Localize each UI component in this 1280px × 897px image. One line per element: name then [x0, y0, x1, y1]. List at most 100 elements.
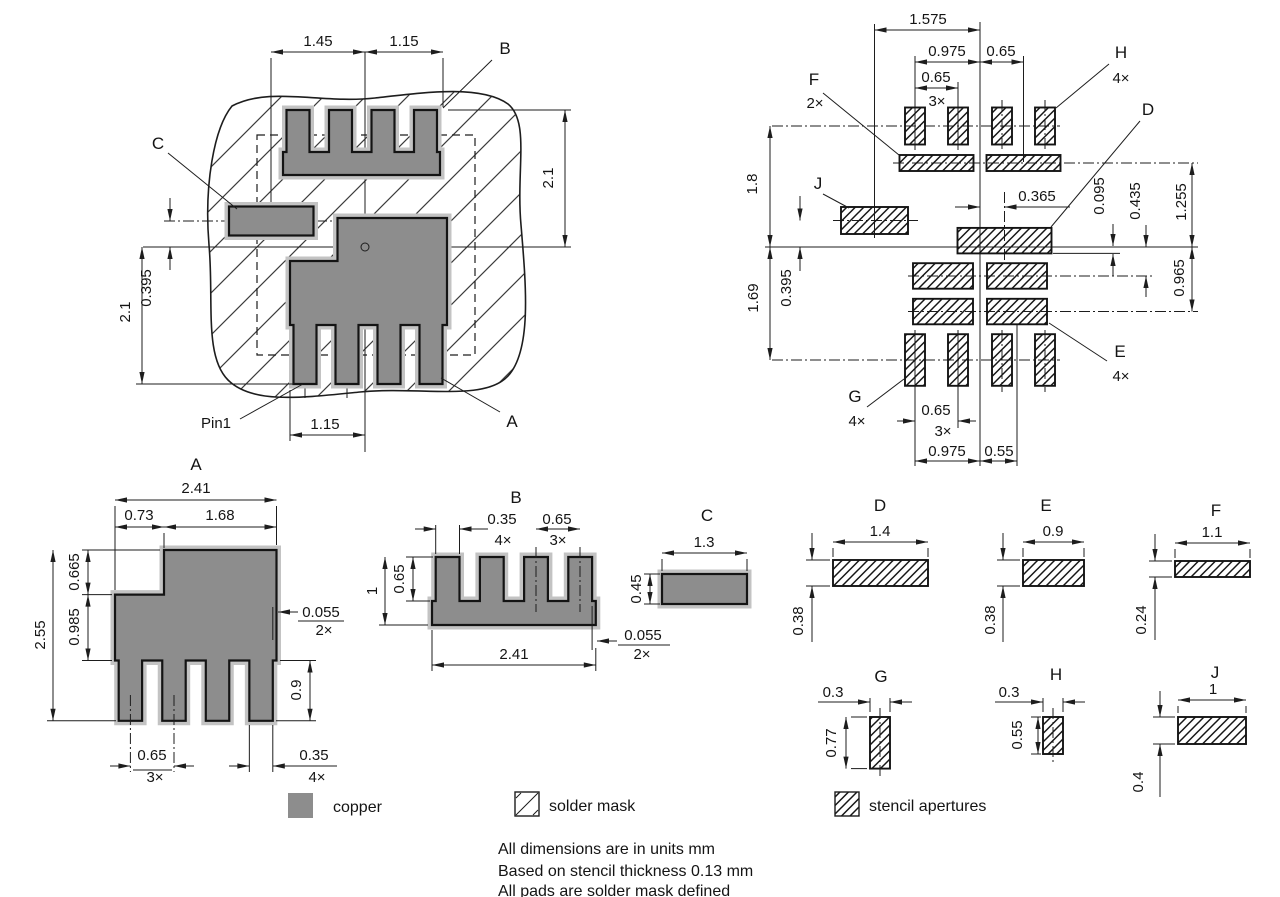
- detail-j-dim-width: 1: [1209, 681, 1217, 698]
- copper-swatch: [288, 793, 313, 818]
- detail-a: A: [32, 455, 344, 786]
- detail-j-dimensions: [1153, 691, 1247, 797]
- legend-stencil-label: stencil apertures: [869, 798, 986, 815]
- aperture-h-2: [947, 106, 969, 146]
- detail-b-qty-tooth: 4×: [494, 532, 511, 549]
- qty-g: 4×: [848, 413, 865, 430]
- detail-e-shape: [1022, 559, 1085, 587]
- detail-e-dim-height: 0.38: [982, 605, 999, 634]
- dim-0-65-pitch-top: 0.65: [921, 69, 950, 86]
- solder-mask-swatch: [514, 791, 540, 817]
- stencil-view-dimensions: [767, 27, 1195, 464]
- label-e: E: [1114, 342, 1125, 361]
- detail-a-dim-top-w: 1.68: [205, 507, 234, 524]
- dim-0-975-top: 0.975: [928, 43, 966, 60]
- detail-g-dim-width: 0.3: [823, 684, 844, 701]
- aperture-h-3: [991, 106, 1013, 146]
- label-j: J: [814, 174, 823, 193]
- dim-0-395-j: 0.395: [778, 269, 795, 307]
- stencil-apertures-view: 1.575 0.975 0.65 0.65 3× F 2× H 4× D J 0…: [744, 11, 1198, 466]
- detail-b-dim-pitch: 0.65: [542, 511, 571, 528]
- detail-g-dim-height: 0.77: [823, 728, 840, 757]
- detail-h: H 0.3 0.55: [995, 665, 1085, 764]
- package-outline: [256, 134, 476, 356]
- detail-a-dim-mid-h: 0.985: [66, 608, 83, 646]
- label-c: C: [152, 134, 164, 153]
- aperture-d: [956, 226, 1053, 255]
- detail-h-dim-height: 0.55: [1009, 720, 1026, 749]
- dim-2-1-left: 2.1: [117, 302, 134, 323]
- detail-h-dimensions: [995, 698, 1085, 764]
- aperture-h-4: [1034, 106, 1056, 146]
- aperture-e-3: [912, 297, 974, 326]
- note-stencil-thickness: Based on stencil thickness 0.13 mm: [498, 863, 753, 880]
- detail-a-qty-pitch: 3×: [146, 769, 163, 786]
- detail-a-dim-ledge: 0.055: [302, 604, 340, 621]
- detail-b-dim-width: 2.41: [499, 646, 528, 663]
- dim-1-15-top: 1.15: [389, 33, 418, 50]
- detail-b-dimensions: [379, 525, 670, 671]
- detail-b: B 0.35 4× 0.65 3× 0.65 1 2: [364, 488, 670, 671]
- label-h: H: [1115, 43, 1127, 62]
- detail-f-dim-width: 1.1: [1202, 524, 1223, 541]
- detail-b-title: B: [510, 488, 521, 507]
- detail-a-title: A: [190, 455, 202, 474]
- note-units: All dimensions are in units mm: [498, 841, 715, 858]
- detail-f-dimensions: [1149, 534, 1251, 640]
- label-pin1: Pin1: [201, 415, 231, 432]
- detail-b-qty-ledge: 2×: [633, 646, 650, 663]
- dim-0-435: 0.435: [1127, 182, 1144, 220]
- dim-1-69: 1.69: [745, 283, 762, 312]
- dim-0-395: 0.395: [138, 269, 155, 307]
- detail-d-shape: [832, 559, 929, 587]
- detail-c-title: C: [701, 506, 713, 525]
- pad-a-copper: [288, 216, 449, 386]
- copper-view-dimensions: [136, 49, 571, 441]
- origin-marker: [360, 242, 370, 252]
- pad-c-copper: [227, 205, 315, 237]
- dim-0-365: 0.365: [1018, 188, 1056, 205]
- detail-a-dim-notch-w: 0.73: [124, 507, 153, 524]
- stencil-apertures-swatch: [834, 791, 860, 817]
- aperture-g-2: [947, 333, 969, 387]
- copper-pads: [224, 105, 452, 389]
- legend-solder-mask-label: solder mask: [549, 798, 636, 815]
- qty-3x-top: 3×: [928, 93, 945, 110]
- aperture-e-4: [986, 297, 1048, 326]
- detail-g-title: G: [874, 667, 887, 686]
- qty-f: 2×: [806, 95, 823, 112]
- note-mask-defined: All pads are solder mask defined: [498, 883, 730, 897]
- detail-f-title: F: [1211, 501, 1221, 520]
- detail-d-dim-height: 0.38: [790, 606, 807, 635]
- label-b: B: [499, 39, 510, 58]
- detail-h-title: H: [1050, 665, 1062, 684]
- detail-a-dimensions: [47, 497, 344, 772]
- aperture-e-1: [912, 262, 974, 290]
- detail-c-dimensions: [644, 550, 748, 605]
- legend: copper solder mask stencil apertures: [288, 791, 986, 818]
- detail-h-dim-width: 0.3: [999, 684, 1020, 701]
- detail-a-qty-ledge: 2×: [315, 622, 332, 639]
- dim-1-255: 1.255: [1173, 183, 1190, 221]
- detail-d: D 1.4 0.38: [790, 496, 929, 642]
- dim-0-55: 0.55: [984, 443, 1013, 460]
- stencil-apertures: [840, 106, 1062, 387]
- detail-a-dim-notch-h: 0.665: [66, 553, 83, 591]
- qty-3x-bottom: 3×: [934, 423, 951, 440]
- detail-j-title: J: [1211, 663, 1220, 682]
- aperture-f-2: [985, 154, 1062, 172]
- dim-0-965: 0.965: [1171, 259, 1188, 297]
- detail-a-dim-leg-h: 0.9: [288, 680, 305, 701]
- detail-e: E 0.9 0.38: [982, 496, 1085, 642]
- detail-e-dimensions: [997, 533, 1085, 642]
- dim-0-975-bottom: 0.975: [928, 443, 966, 460]
- detail-g: G 0.3 0.77: [818, 667, 912, 779]
- aperture-g-3: [991, 333, 1013, 387]
- label-a: A: [506, 412, 518, 431]
- detail-a-dim-width: 2.41: [181, 480, 210, 497]
- detail-b-dim-tooth-w: 0.35: [487, 511, 516, 528]
- detail-g-dimensions: [818, 698, 912, 779]
- label-f: F: [809, 70, 819, 89]
- detail-c-dim-width: 1.3: [694, 534, 715, 551]
- aperture-f-1: [898, 154, 975, 172]
